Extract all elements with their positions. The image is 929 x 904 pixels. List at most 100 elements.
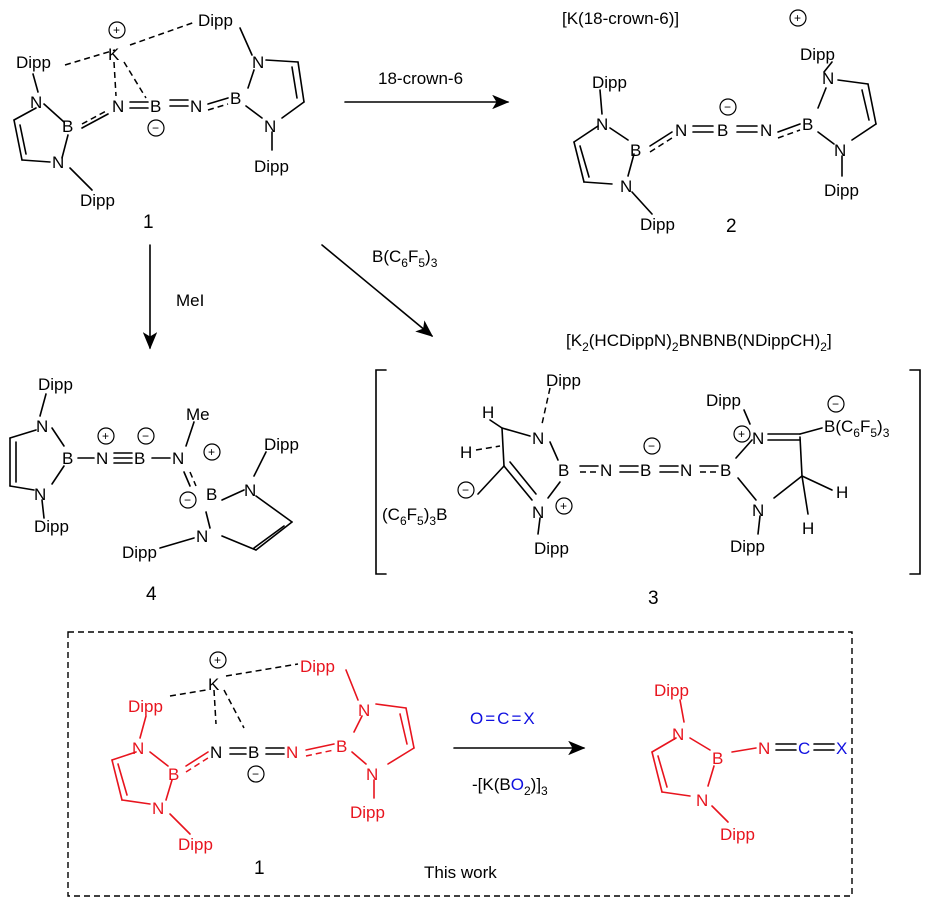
compound-4-n-5: N <box>244 481 256 500</box>
compound-1b-dipp-4: Dipp <box>178 835 213 854</box>
compound-4-b-1: B <box>62 449 73 468</box>
compound-3-b-charge: − <box>643 437 661 455</box>
compound-4-dipp-2: Dipp <box>34 517 69 536</box>
compound-1: Dipp Dipp Dipp Dipp K + N B N N B − N B … <box>13 11 305 233</box>
compound-4-b-charge: − <box>137 427 155 445</box>
compound-4-label: 4 <box>146 584 157 605</box>
product-dipp-2: Dipp <box>720 825 755 844</box>
svg-text:−: − <box>648 439 655 453</box>
compound-1b-dipp-1: Dipp <box>128 697 163 716</box>
compound-3-dipp-4: Dipp <box>730 537 765 556</box>
compound-4-n-1: N <box>36 417 48 436</box>
compound-3-n-4: N <box>680 461 692 480</box>
compound-2-dipp-3: Dipp <box>824 181 859 200</box>
compound-1-b-1: B <box>62 117 73 136</box>
svg-text:+: + <box>113 23 120 37</box>
product-n-2: N <box>696 791 708 810</box>
compound-2-b-2: B <box>802 115 813 134</box>
compound-4-b-2: B <box>206 485 217 504</box>
product-isocyanate: Dipp Dipp N B N N C X <box>651 681 847 844</box>
compound-1b-b-2: B <box>336 737 347 756</box>
arrow-to-4: MeI <box>142 244 204 350</box>
compound-3-dipp-2: Dipp <box>534 539 569 558</box>
compound-1-k-charge: + <box>108 21 126 39</box>
compound-2-counterion: [K(18-crown-6)] <box>562 9 679 28</box>
compound-1b-labels: Dipp Dipp Dipp Dipp N B N B N N N <box>128 657 385 854</box>
compound-1-n-2: N <box>52 153 64 172</box>
compound-4-dipp-3: Dipp <box>264 435 299 454</box>
svg-text:−: − <box>462 483 469 497</box>
this-work-box: Dipp Dipp Dipp Dipp N B N B N N N K + N … <box>67 631 853 897</box>
compound-3-label: 3 <box>648 588 659 609</box>
compound-2-dipp-1: Dipp <box>592 73 627 92</box>
compound-1b-b-1: B <box>168 765 179 784</box>
compound-1-n-1: N <box>30 93 42 112</box>
svg-text:−: − <box>152 121 159 135</box>
compound-1-dipp-1: Dipp <box>16 53 51 72</box>
compound-1b-n-2: N <box>152 799 164 818</box>
svg-text:−: − <box>142 429 149 443</box>
compound-3-n2-charge: + <box>555 497 573 515</box>
compound-1-dipp-3: Dipp <box>254 157 289 176</box>
product-labels: Dipp Dipp N B N N <box>654 681 770 844</box>
compound-4-n-3: N <box>96 449 108 468</box>
svg-text:−: − <box>252 767 259 781</box>
compound-3-n5-charge: + <box>733 425 751 443</box>
product-n-1: N <box>672 725 684 744</box>
compound-2-n-4: N <box>760 121 772 140</box>
reagent-heterocumulene: O=C=X <box>470 709 535 728</box>
compound-4-dipp-1: Dipp <box>38 375 73 394</box>
compound-3-n-3: N <box>600 461 612 480</box>
compound-1-n-4: N <box>190 97 202 116</box>
compound-3-n-1: N <box>532 429 544 448</box>
compound-3-n-5: N <box>752 429 764 448</box>
compound-1-b-center: B <box>150 97 161 116</box>
compound-4: Dipp Dipp Dipp Dipp Me N B N N + B − N +… <box>9 375 299 605</box>
compound-3-dipp-3: Dipp <box>706 391 741 410</box>
compound-4-methyl: Me <box>186 405 210 424</box>
compound-1-label: 1 <box>143 212 154 233</box>
compound-1b-n-3: N <box>210 743 222 762</box>
compound-4-n-4: N <box>172 449 184 468</box>
compound-3-b-1: B <box>558 461 569 480</box>
compound-4-b2-charge: − <box>179 491 197 509</box>
compound-3-borate-1-charge: − <box>457 481 475 499</box>
compound-2-b-center: B <box>717 121 728 140</box>
compound-1b-n-5: N <box>358 701 370 720</box>
product-bonds <box>651 699 835 823</box>
compound-2-n-3: N <box>675 121 687 140</box>
compound-1b-b-charge: − <box>247 765 265 783</box>
reagent-byproduct: -[K(BO2)]3 <box>472 775 548 798</box>
svg-text:−: − <box>184 493 191 507</box>
reagent-crown: 18-crown-6 <box>378 69 463 88</box>
compound-1b-b-center: B <box>248 743 259 762</box>
compound-3-h-1: H <box>482 403 494 422</box>
arrow-this-work: O=C=X -[K(BO2)]3 <box>453 709 586 798</box>
compound-3-formula: [K2(HCDippN)2BNBNB(NDippCH)2] <box>566 331 832 354</box>
reagent-borane: B(C6F5)3 <box>372 247 438 270</box>
compound-3: [K2(HCDippN)2BNBNB(NDippCH)2] <box>375 331 921 609</box>
compound-4-n-charge: + <box>97 427 115 445</box>
compound-4-b-center: B <box>134 449 145 468</box>
this-work-caption: This work <box>424 863 497 882</box>
svg-text:+: + <box>794 11 801 25</box>
compound-3-b-2: B <box>720 461 731 480</box>
product-n-exo: N <box>758 739 770 758</box>
compound-1-dipp-4: Dipp <box>80 191 115 210</box>
reagent-mei: MeI <box>176 291 204 310</box>
compound-3-dipp-1: Dipp <box>546 371 581 390</box>
compound-3-borate-2-charge: − <box>827 395 845 413</box>
compound-2-dipp-4: Dipp <box>640 215 675 234</box>
compound-1-b-charge: − <box>147 119 165 137</box>
compound-1-bonds <box>13 21 305 191</box>
compound-3-bonds <box>475 387 833 535</box>
compound-3-b-center: B <box>640 461 651 480</box>
compound-1b-k-charge: + <box>209 651 227 669</box>
compound-2-n-6: N <box>834 141 846 160</box>
compound-4-dipp-4: Dipp <box>122 543 157 562</box>
compound-1-n-5: N <box>252 53 264 72</box>
arrow-to-2: 18-crown-6 <box>344 69 510 110</box>
compound-1b-potassium: K <box>208 675 220 694</box>
compound-2: [K(18-crown-6)] + <box>562 9 877 237</box>
